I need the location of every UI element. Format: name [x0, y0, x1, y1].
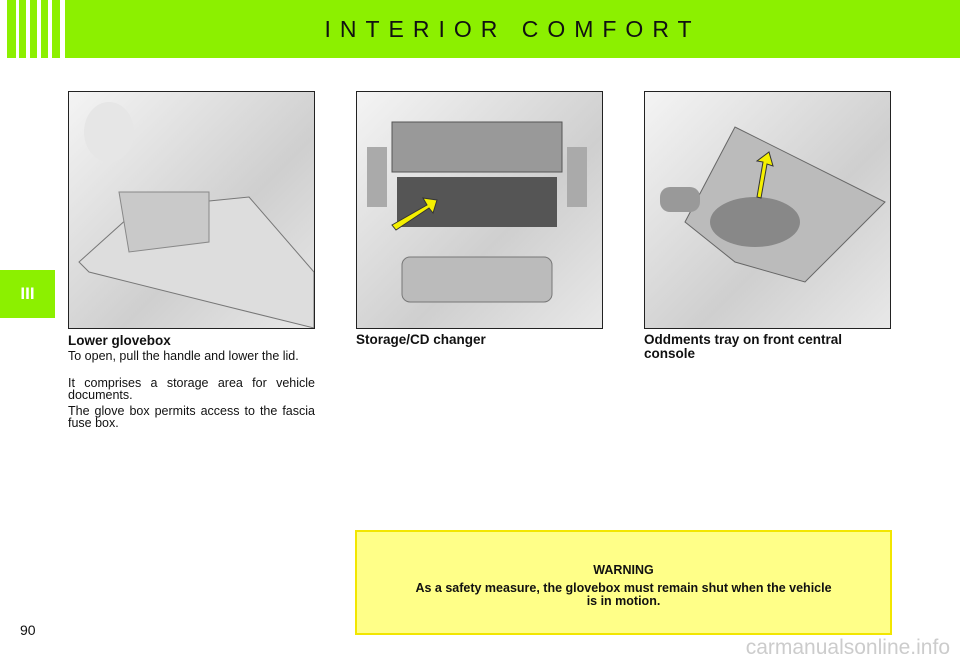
glovebox-text-1: To open, pull the handle and lower the l…	[68, 349, 299, 363]
warning-title: WARNING	[593, 563, 654, 577]
page-title: INTERIOR COMFORT	[324, 15, 701, 42]
oddments-tray-image	[644, 91, 891, 329]
cd-changer-heading: Storage/CD changer	[356, 332, 486, 347]
glovebox-text-2: It comprises a storage area for vehicle …	[68, 376, 315, 402]
oddments-heading: Oddments tray on front central console	[644, 332, 843, 361]
glovebox-image	[68, 91, 315, 329]
warning-text: As a safety measure, the glovebox must r…	[415, 581, 832, 608]
section-tab: III	[0, 270, 55, 318]
glovebox-text-3: The glove box permits access to the fasc…	[68, 404, 315, 430]
page-number: 90	[20, 622, 36, 638]
warning-box: WARNING As a safety measure, the glovebo…	[355, 530, 892, 635]
glovebox-heading: Lower glovebox	[68, 333, 171, 348]
cd-changer-image	[356, 91, 603, 329]
watermark: carmanualsonline.info	[745, 636, 950, 659]
